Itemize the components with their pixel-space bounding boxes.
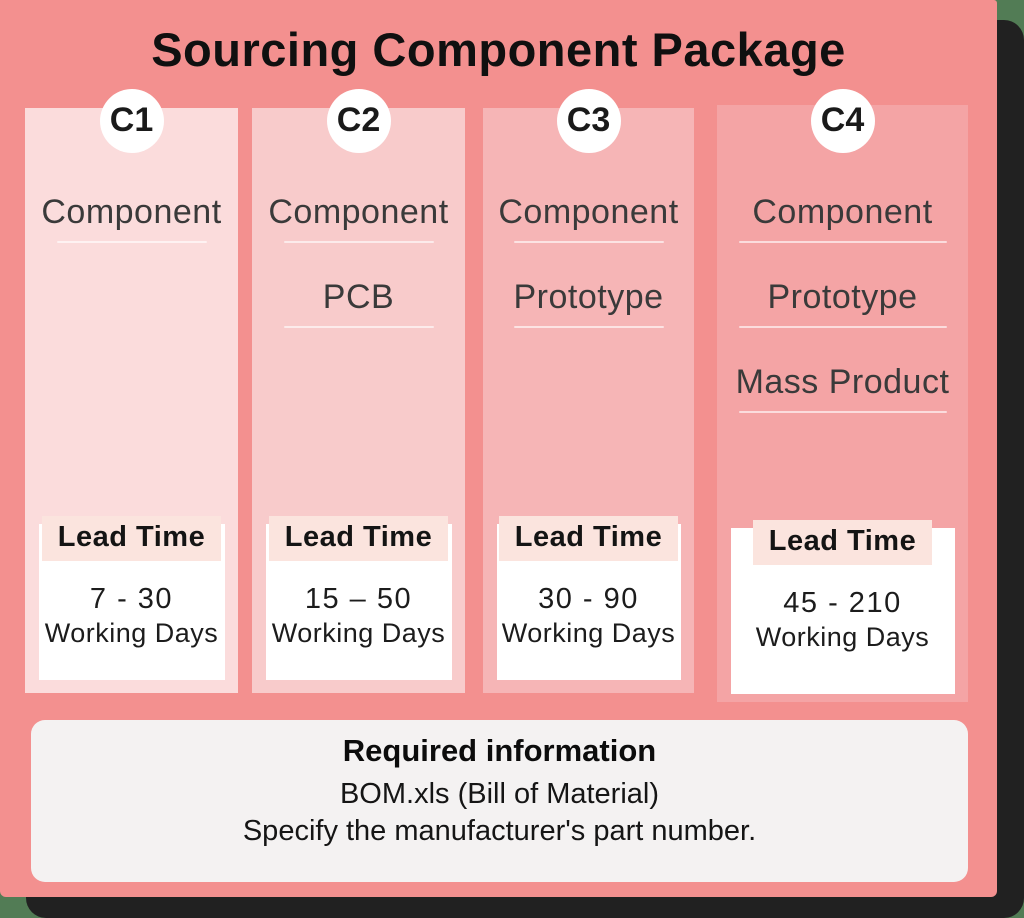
required-information-box: Required information BOM.xls (Bill of Ma… xyxy=(31,720,968,882)
column-c3-badge: C3 xyxy=(556,89,621,153)
sourcing-package-card: Sourcing Component Package C1 Component … xyxy=(0,0,997,897)
lead-time-box: Lead Time 30 - 90 Working Days xyxy=(496,516,681,680)
lead-time-range: 15 – 50 xyxy=(304,583,413,615)
column-c2: C2 Component PCB Lead Time 15 – 50 Worki… xyxy=(252,89,465,693)
column-item: Mass Product xyxy=(735,363,950,401)
column-c1: C1 Component Lead Time 7 - 30 Working Da… xyxy=(25,89,238,693)
lead-time-box: Lead Time 15 – 50 Working Days xyxy=(265,516,452,680)
column-item: PCB xyxy=(322,278,395,316)
column-item: Component xyxy=(268,193,449,231)
column-item: Prototype xyxy=(767,278,918,316)
lead-time-unit: Working Days xyxy=(44,618,219,648)
lead-time-box: Lead Time 7 - 30 Working Days xyxy=(38,516,225,680)
lead-time-box: Lead Time 45 - 210 Working Days xyxy=(730,520,955,694)
column-c1-badge: C1 xyxy=(99,89,164,153)
lead-time-range: 7 - 30 xyxy=(89,583,174,615)
column-c4-items: Component Prototype Mass Product xyxy=(717,105,968,413)
item-divider xyxy=(56,241,207,243)
item-divider xyxy=(513,326,664,328)
column-item: Component xyxy=(41,193,222,231)
column-c4: C4 Component Prototype Mass Product Lead… xyxy=(717,89,968,702)
required-information-title: Required information xyxy=(342,733,657,768)
required-information-line: Specify the manufacturer's part number. xyxy=(242,815,757,847)
lead-time-label: Lead Time xyxy=(41,516,222,561)
column-c2-badge: C2 xyxy=(326,89,391,153)
item-divider xyxy=(738,326,947,328)
lead-time-unit: Working Days xyxy=(501,618,676,648)
lead-time-unit: Working Days xyxy=(755,622,930,652)
item-divider xyxy=(283,241,434,243)
column-c2-items: Component PCB xyxy=(252,108,465,328)
lead-time-label: Lead Time xyxy=(268,516,449,561)
item-divider xyxy=(738,241,947,243)
column-c1-items: Component xyxy=(25,108,238,243)
item-divider xyxy=(283,326,434,328)
lead-time-label: Lead Time xyxy=(752,520,933,565)
lead-time-unit: Working Days xyxy=(271,618,446,648)
item-divider xyxy=(738,411,947,413)
lead-time-range: 45 - 210 xyxy=(783,587,902,619)
column-c3-items: Component Prototype xyxy=(483,108,694,328)
column-c4-badge: C4 xyxy=(810,89,875,153)
column-c3: C3 Component Prototype Lead Time 30 - 90… xyxy=(483,89,694,693)
column-item: Prototype xyxy=(513,278,664,316)
item-divider xyxy=(513,241,664,243)
required-information-line: BOM.xls (Bill of Material) xyxy=(339,778,660,810)
lead-time-range: 30 - 90 xyxy=(538,583,639,615)
page-title: Sourcing Component Package xyxy=(151,23,846,76)
lead-time-label: Lead Time xyxy=(498,516,679,561)
column-item: Component xyxy=(752,193,933,231)
column-item: Component xyxy=(498,193,679,231)
